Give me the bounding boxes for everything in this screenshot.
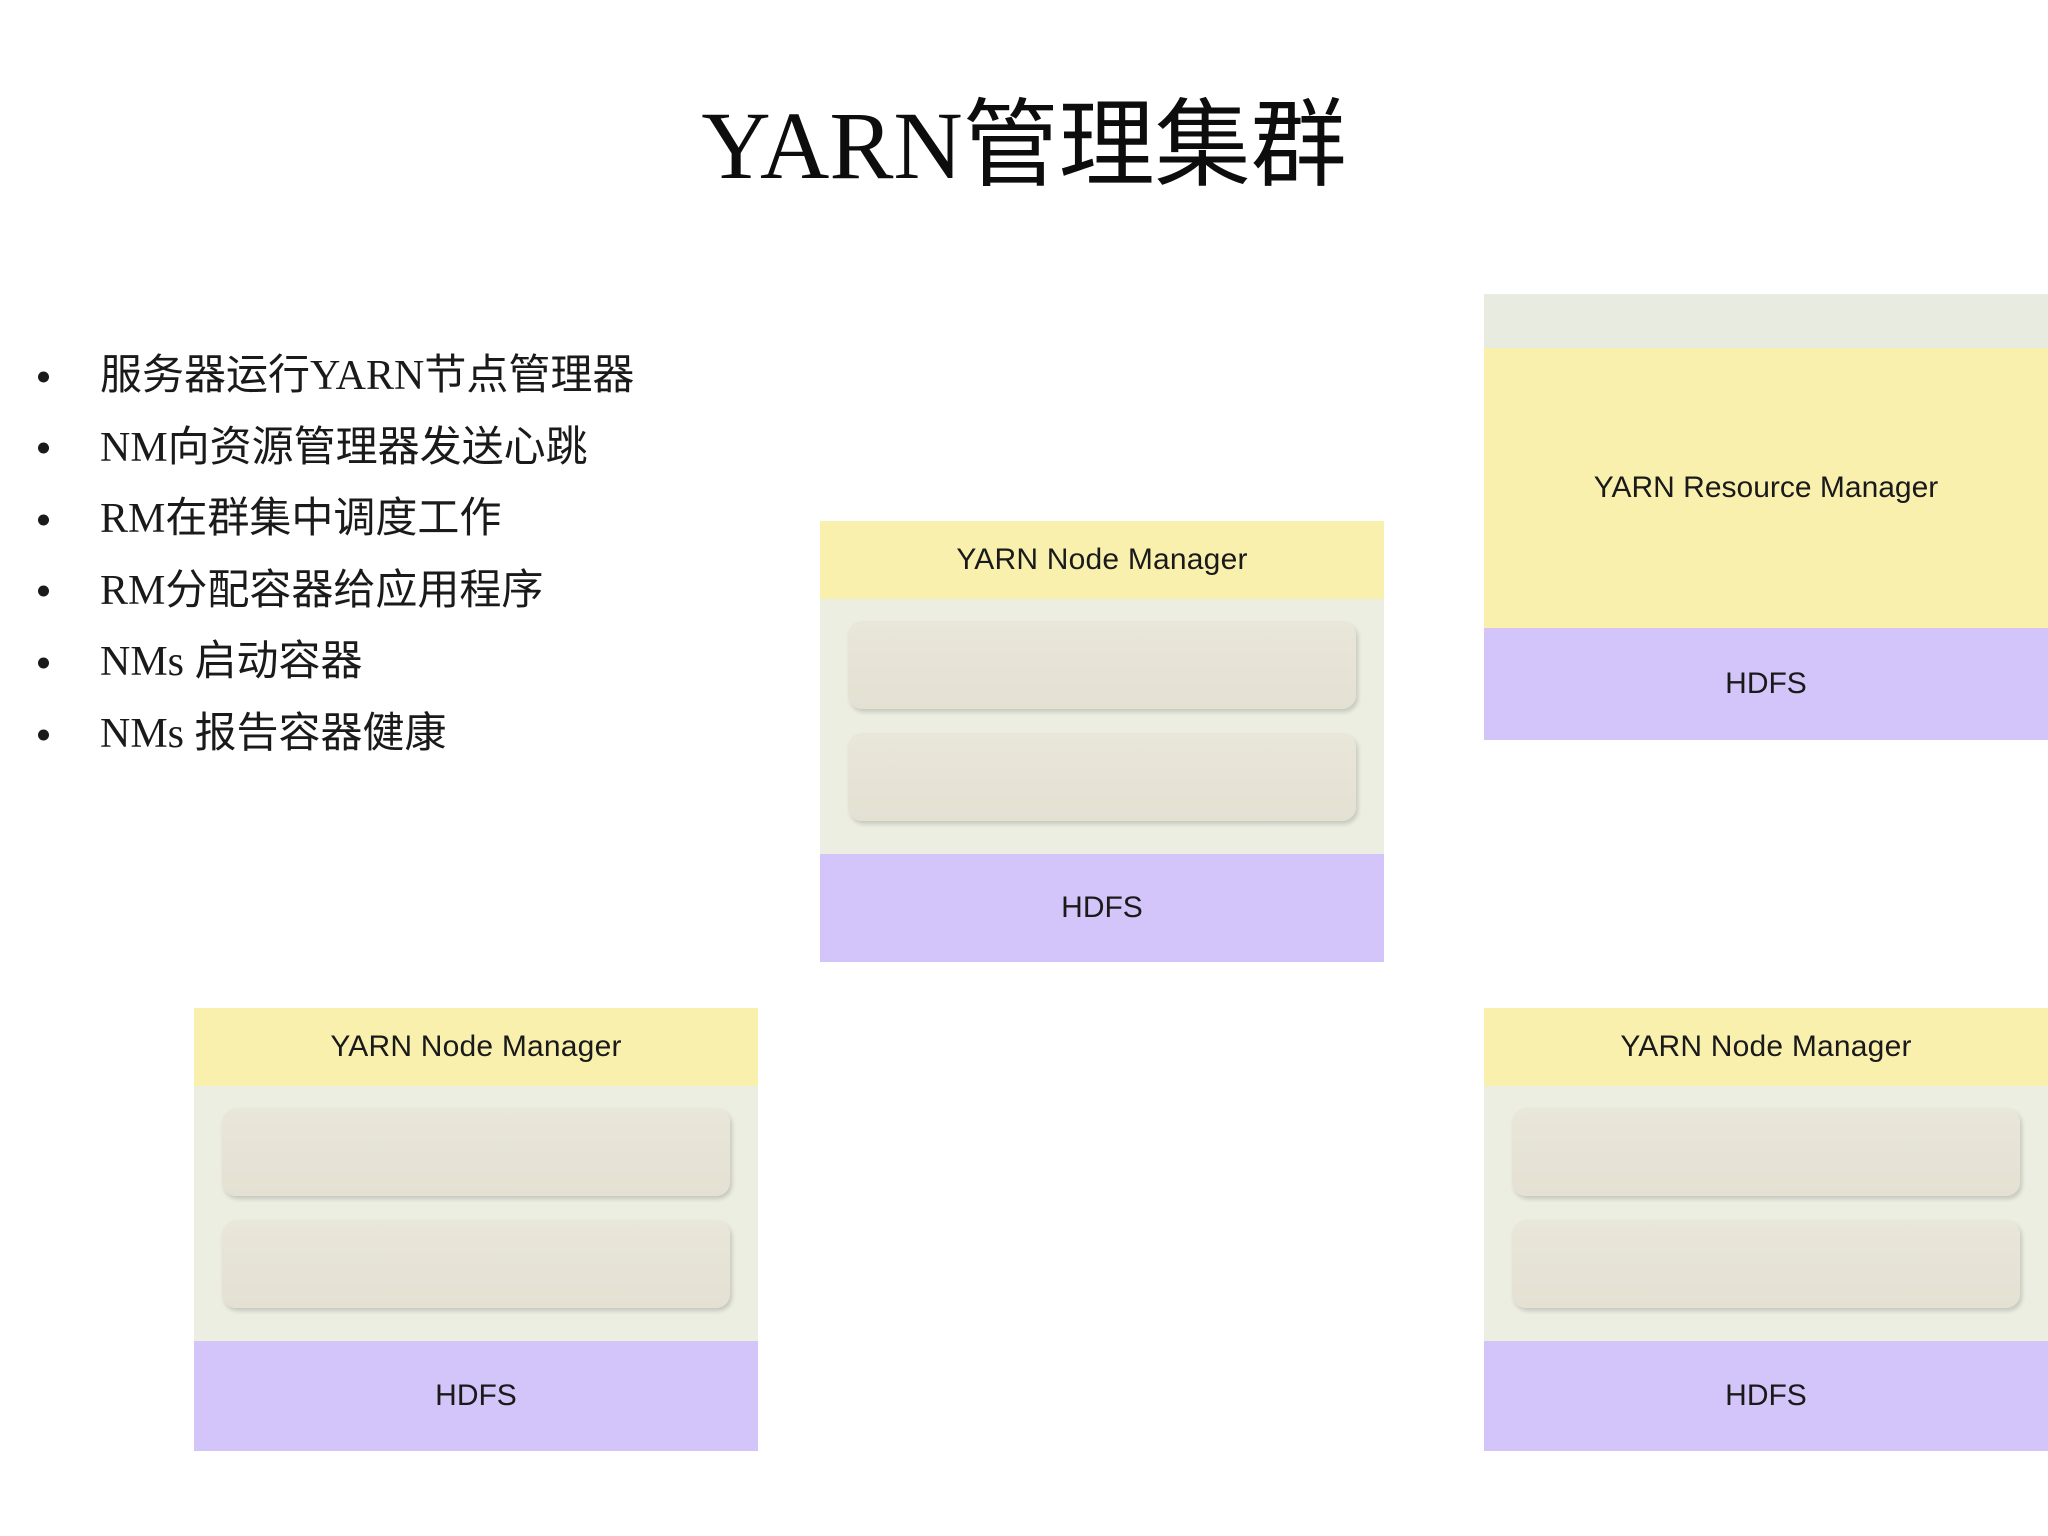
resource-manager-top-strip xyxy=(1484,294,2048,348)
bullet-dot-icon xyxy=(38,442,49,454)
container-slot xyxy=(848,733,1356,821)
node-manager-box-bottom-right: YARN Node Manager HDFS xyxy=(1484,1008,2048,1451)
resource-manager-box: YARN Resource Manager HDFS xyxy=(1484,294,2048,740)
list-item-label: NM向资源管理器发送心跳 xyxy=(100,424,588,471)
list-item: RM分配容器给应用程序 xyxy=(22,567,762,617)
hdfs-band: HDFS xyxy=(1484,628,2048,740)
container-slot xyxy=(848,621,1356,709)
bullet-dot-icon xyxy=(38,585,49,597)
node-manager-box-center: YARN Node Manager HDFS xyxy=(820,521,1384,962)
list-item-label: RM分配容器给应用程序 xyxy=(100,567,544,614)
container-slot xyxy=(222,1108,730,1196)
node-manager-body xyxy=(1484,1086,2048,1341)
node-manager-header: YARN Node Manager xyxy=(194,1008,758,1086)
hdfs-band: HDFS xyxy=(1484,1341,2048,1451)
list-item-label: 服务器运行YARN节点管理器 xyxy=(100,353,635,399)
list-item: NMs 报告容器健康 xyxy=(22,710,762,760)
node-manager-header: YARN Node Manager xyxy=(1484,1008,2048,1086)
node-manager-body xyxy=(820,599,1384,854)
page-title: YARN管理集群 xyxy=(701,92,1347,199)
hdfs-band: HDFS xyxy=(820,854,1384,962)
list-item-label: NMs 启动容器 xyxy=(100,639,363,686)
hdfs-band: HDFS xyxy=(194,1341,758,1451)
list-item-label: RM在群集中调度工作 xyxy=(100,496,502,543)
resource-manager-band: YARN Resource Manager xyxy=(1484,348,2048,628)
node-manager-header-label: YARN Node Manager xyxy=(956,543,1248,576)
hdfs-label: HDFS xyxy=(1061,891,1143,924)
node-manager-header-label: YARN Node Manager xyxy=(1620,1030,1912,1063)
bullet-dot-icon xyxy=(38,729,49,740)
hdfs-label: HDFS xyxy=(1725,667,1807,700)
container-slot xyxy=(1512,1108,2020,1196)
node-manager-header-label: YARN Node Manager xyxy=(330,1030,622,1063)
container-slot xyxy=(222,1220,730,1308)
bullet-dot-icon xyxy=(38,371,49,383)
list-item-label: NMs 报告容器健康 xyxy=(100,710,447,757)
hdfs-label: HDFS xyxy=(435,1379,517,1412)
node-manager-box-bottom-left: YARN Node Manager HDFS xyxy=(194,1008,758,1451)
list-item: NM向资源管理器发送心跳 xyxy=(22,424,762,474)
bullet-list: 服务器运行YARN节点管理器 NM向资源管理器发送心跳 RM在群集中调度工作 R… xyxy=(22,352,762,781)
hdfs-label: HDFS xyxy=(1725,1379,1807,1412)
node-manager-body xyxy=(194,1086,758,1341)
container-slot xyxy=(1512,1220,2020,1308)
list-item: 服务器运行YARN节点管理器 xyxy=(22,352,762,402)
bullet-dot-icon xyxy=(38,514,49,526)
list-item: NMs 启动容器 xyxy=(22,638,762,688)
node-manager-header: YARN Node Manager xyxy=(820,521,1384,599)
resource-manager-label: YARN Resource Manager xyxy=(1593,471,1939,504)
list-item: RM在群集中调度工作 xyxy=(22,495,762,545)
bullet-dot-icon xyxy=(38,657,49,669)
